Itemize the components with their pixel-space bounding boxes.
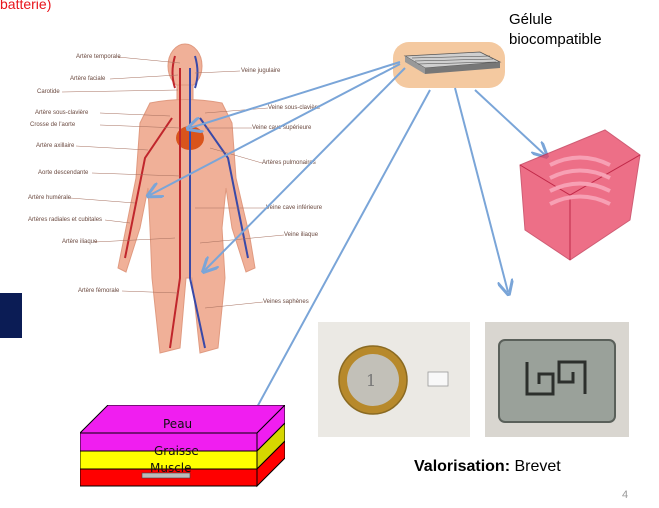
- layer-label-peau: Peau: [163, 417, 192, 431]
- svg-text:1: 1: [366, 371, 376, 390]
- page-number: 4: [622, 489, 628, 501]
- layer-label-graisse: Graisse: [154, 444, 199, 458]
- pink-chip-3d: [510, 120, 655, 270]
- valorisation-label: Valorisation:: [414, 458, 510, 475]
- valorisation-text: Valorisation: Brevet: [414, 458, 561, 476]
- coin-and-chip-photo: 1: [318, 322, 470, 437]
- chip-closeup-photo: [485, 322, 629, 437]
- valorisation-value: Brevet: [510, 458, 561, 475]
- layer-label-muscle: Muscle: [150, 461, 192, 475]
